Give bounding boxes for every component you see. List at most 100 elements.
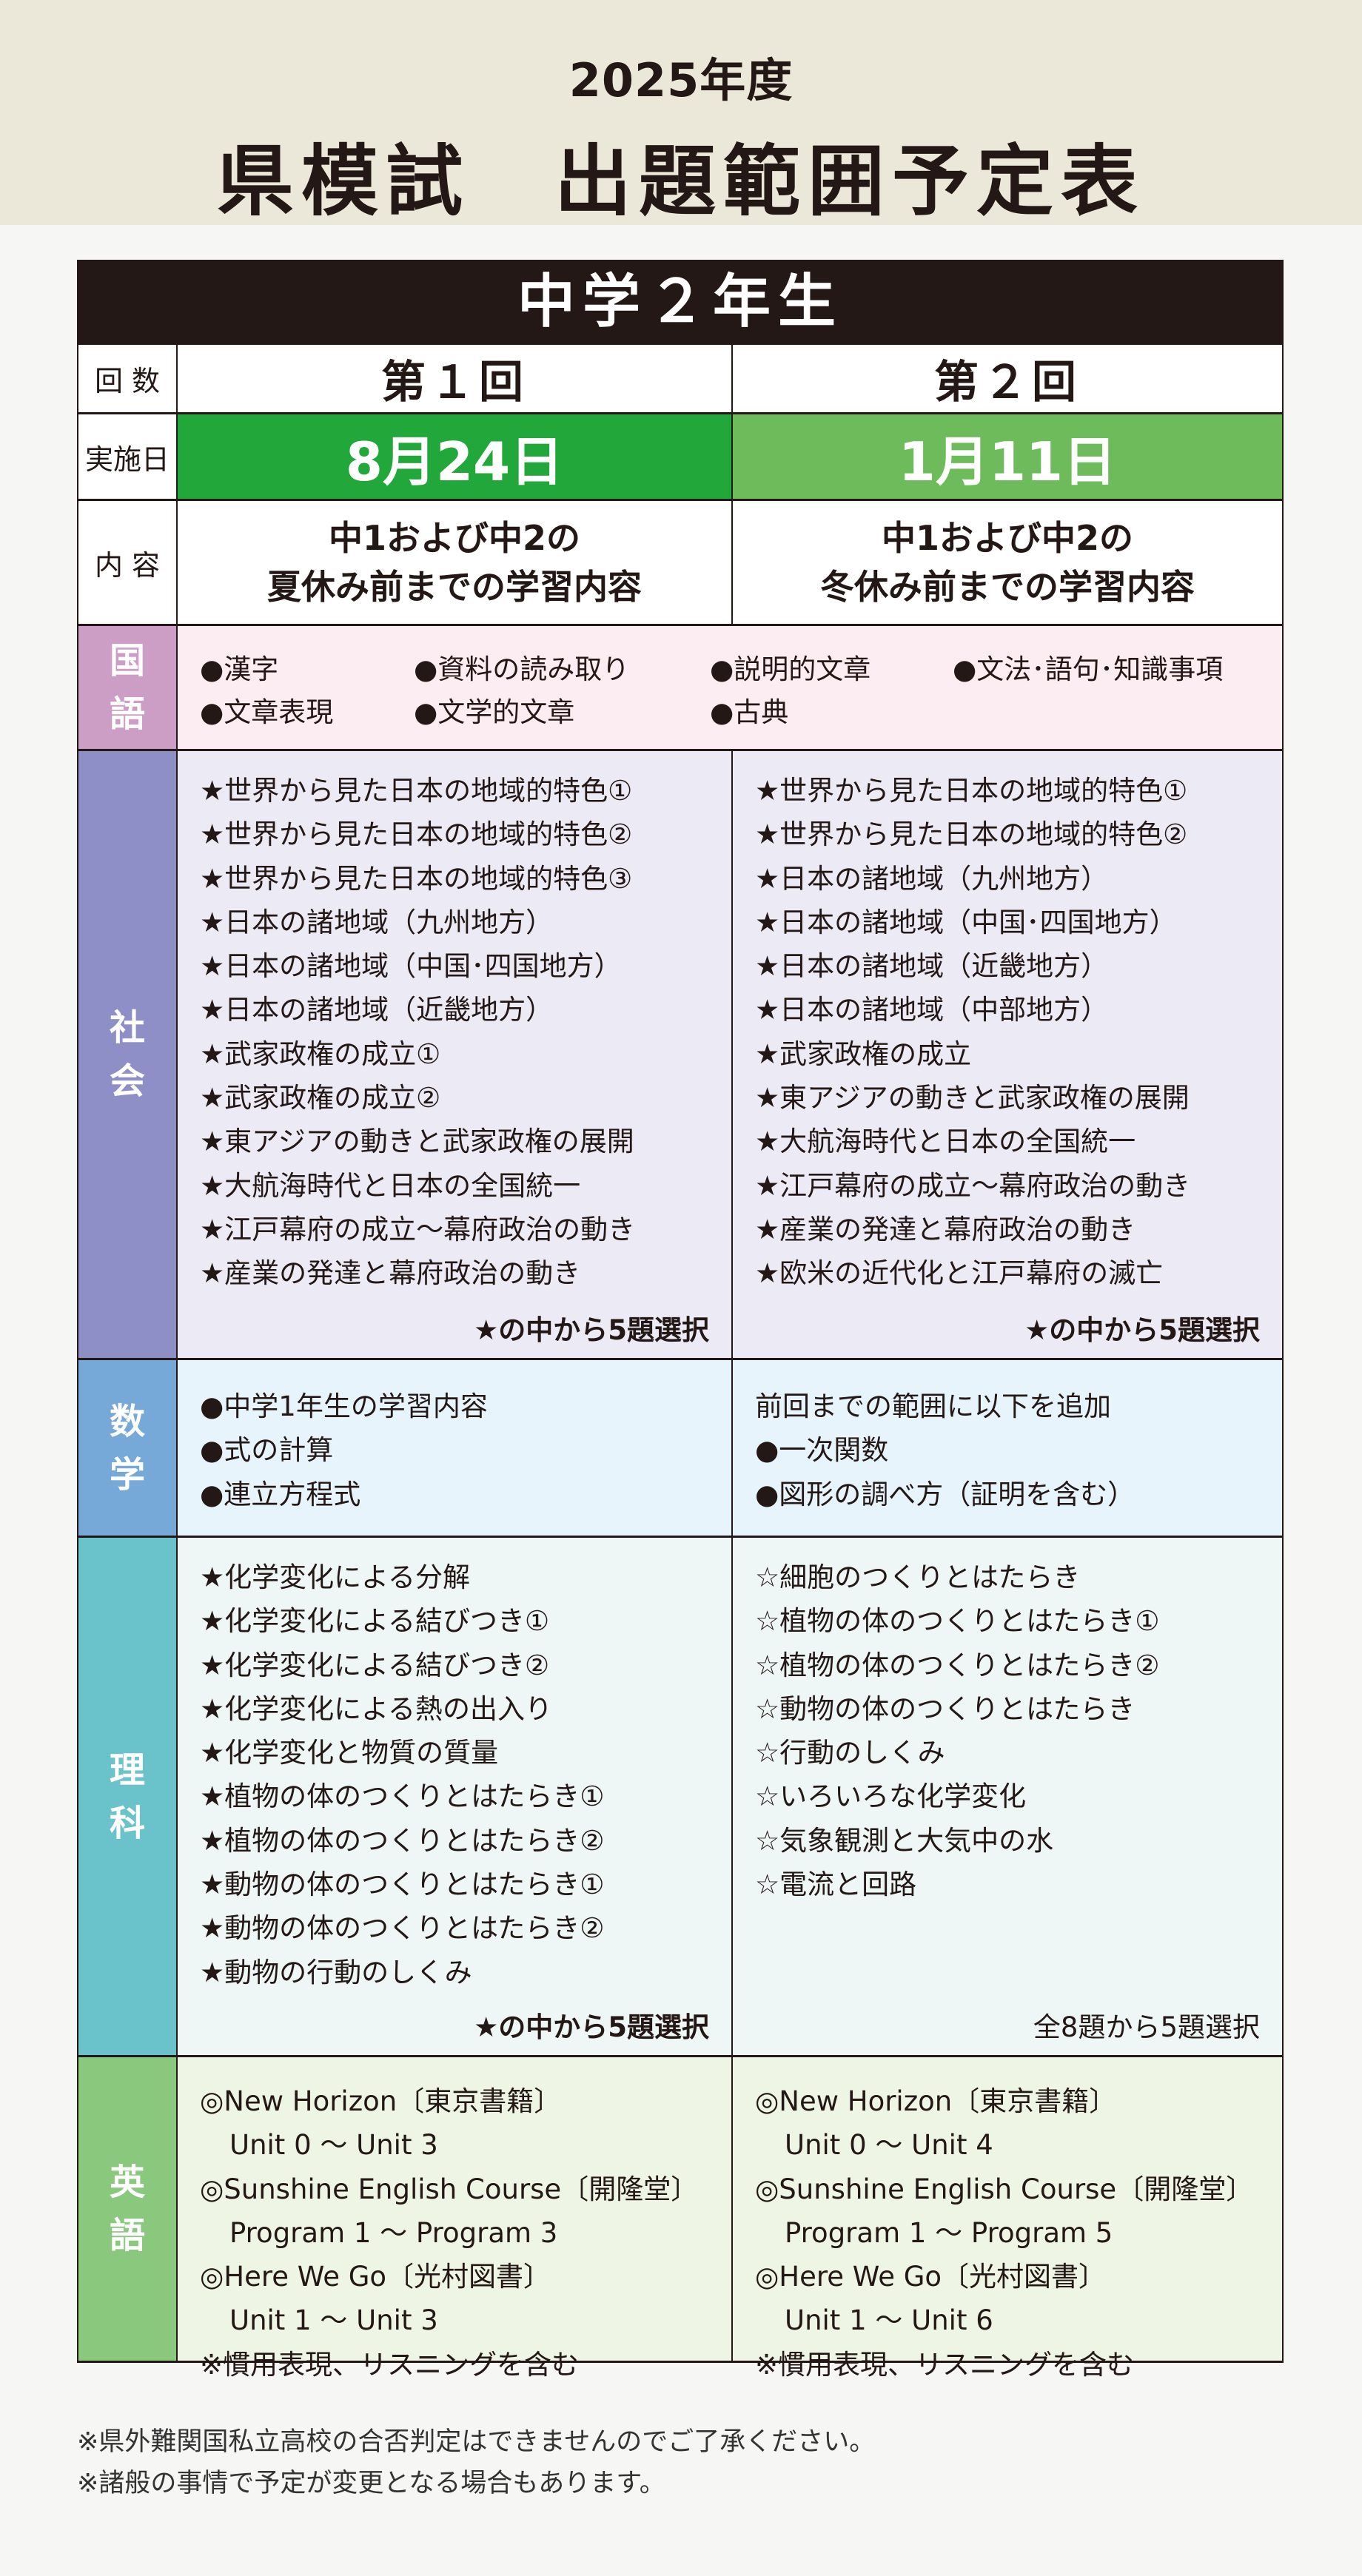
list-item: ★武家政権の成立 — [755, 1038, 972, 1070]
list-item: Program 1 ～ Program 3 — [229, 2216, 558, 2249]
round-1: 第１回 — [178, 345, 731, 412]
label-char: 会 — [109, 1060, 145, 1102]
selection-note: ★の中から5題選択 — [474, 1314, 709, 1346]
list-item: ◎New Horizon〔東京書籍〕 — [755, 2085, 1117, 2117]
list-item: Unit 1 ～ Unit 3 — [229, 2304, 438, 2337]
row-label: 回 数 — [78, 345, 178, 412]
subject-label: 理科 — [78, 1538, 178, 2055]
list-item: ●説明的文章 — [710, 653, 871, 685]
label-char: 国 — [109, 640, 145, 682]
subject-eigo: 英語 ◎New Horizon〔東京書籍〕Unit 0 ～ Unit 3◎Sun… — [77, 2057, 1284, 2381]
list-item: ◎Here We Go〔光村図書〕 — [755, 2261, 1107, 2293]
label-char: 英 — [109, 2162, 145, 2203]
list-item: ☆気象観測と大気中の水 — [755, 1824, 1054, 1857]
list-item: ★日本の諸地域（中国･四国地方） — [200, 950, 622, 983]
subject-sugaku: 数学 ●中学1年生の学習内容●式の計算●連立方程式 前回までの範囲に以下を追加●… — [77, 1360, 1284, 1538]
date-round-1: 8月24日 — [178, 414, 731, 499]
shakai-round-1: ★世界から見た日本の地域的特色① ★世界から見た日本の地域的特色② ★世界から見た日… — [178, 751, 731, 1358]
list-item: ☆いろいろな化学変化 — [755, 1780, 1027, 1813]
list-item: ☆電流と回路 — [755, 1869, 917, 1901]
list-item: ★武家政権の成立② — [200, 1082, 441, 1114]
list-item: ●中学1年生の学習内容 — [200, 1390, 488, 1422]
list-item: ★化学変化による結びつき① — [200, 1605, 550, 1638]
content-round-2: 中1および中2の冬休み前までの学習内容 — [731, 501, 1282, 624]
row-date: 実施日 8月24日 1月11日 — [77, 414, 1284, 501]
eigo-round-2: ◎New Horizon〔東京書籍〕Unit 0 ～ Unit 4◎Sunshi… — [731, 2057, 1282, 2381]
list-item: ★武家政権の成立① — [200, 1038, 441, 1070]
list-item: ★化学変化による熱の出入り — [200, 1692, 553, 1725]
list-item: ★東アジアの動きと武家政権の展開 — [755, 1082, 1190, 1114]
footnote: ※諸般の事情で予定が変更となる場合もあります。 — [77, 2469, 665, 2498]
selection-note: ★の中から5題選択 — [1024, 1314, 1260, 1346]
list-item: ★大航海時代と日本の全国統一 — [200, 1169, 581, 1202]
list-item: ●式の計算 — [200, 1434, 334, 1467]
subject-label: 国語 — [78, 626, 178, 749]
footnotes: ※県外難関国私立高校の合否判定はできませんのでご了承ください。 ※諸般の事情で予… — [77, 2421, 875, 2504]
subject-rika: 理科 ★化学変化による分解★化学変化による結びつき①★化学変化による結びつき②★… — [77, 1538, 1284, 2057]
list-item: ●漢字 — [200, 653, 279, 685]
list-item: ★動物の体のつくりとはたらき① — [200, 1869, 605, 1901]
item-list: ★世界から見た日本の地域的特色① ★世界から見た日本の地域的特色② ★世界から見た日… — [200, 769, 635, 1296]
label-char: 学 — [109, 1453, 145, 1496]
list-item: ◎Here We Go〔光村図書〕 — [200, 2261, 551, 2293]
item-list: ★世界から見た日本の地域的特色①★世界から見た日本の地域的特色②★日本の諸地域（… — [755, 769, 1190, 1296]
item-list: ◎New Horizon〔東京書籍〕Unit 0 ～ Unit 4◎Sunshi… — [755, 2079, 1253, 2387]
list-item: ★江戸幕府の成立～幕府政治の動き — [755, 1169, 1191, 1202]
list-item: ★世界から見た日本の地域的特色① — [200, 775, 633, 807]
list-item: ★産業の発達と幕府政治の動き — [200, 1257, 581, 1290]
list-item: ★大航海時代と日本の全国統一 — [755, 1126, 1136, 1158]
label-char: 数 — [109, 1400, 145, 1442]
list-item: ●図形の調べ方（証明を含む） — [755, 1478, 1135, 1510]
list-item: ★化学変化による結びつき② — [200, 1649, 550, 1681]
round-2: 第２回 — [731, 345, 1282, 412]
list-item: ★世界から見た日本の地域的特色③ — [200, 862, 633, 895]
list-item: ※慣用表現、リスニングを含む — [200, 2348, 580, 2381]
list-item: ※慣用表現、リスニングを含む — [755, 2348, 1135, 2381]
kokugo-items: ●漢字 ●資料の読み取り ●説明的文章 ●文法･語句･知識事項 ●文章表現 ●文… — [178, 626, 1282, 749]
list-item: ★植物の体のつくりとはたらき② — [200, 1824, 605, 1857]
label-char: 語 — [109, 2215, 145, 2256]
list-item: ●資料の読み取り — [414, 653, 630, 685]
list-item: Unit 0 ～ Unit 4 — [785, 2129, 993, 2162]
list-item: ★日本の諸地域（九州地方） — [200, 906, 554, 938]
selection-note: ★の中から5題選択 — [474, 2011, 709, 2043]
list-item: ★化学変化による分解 — [200, 1561, 471, 1593]
row-label: 実施日 — [78, 414, 178, 499]
subject-label: 社会 — [78, 751, 178, 1358]
list-item: ★動物の行動のしくみ — [200, 1956, 472, 1988]
list-item: ★東アジアの動きと武家政権の展開 — [200, 1126, 634, 1158]
item-list: 前回までの範囲に以下を追加●一次関数●図形の調べ方（証明を含む） — [755, 1385, 1135, 1516]
list-item: ☆植物の体のつくりとはたらき② — [755, 1649, 1160, 1681]
list-item: ★世界から見た日本の地域的特色② — [200, 818, 633, 851]
shakai-round-2: ★世界から見た日本の地域的特色①★世界から見た日本の地域的特色②★日本の諸地域（… — [731, 751, 1282, 1358]
label-char: 科 — [109, 1802, 145, 1844]
list-item: ●文章表現 — [200, 696, 334, 728]
footnote: ※県外難関国私立高校の合否判定はできませんのでご了承ください。 — [77, 2427, 876, 2457]
rika-round-1: ★化学変化による分解 ★化学変化による結びつき① ★化学変化による結びつき② ★化学変… — [178, 1538, 731, 2055]
list-item: ★日本の諸地域（中国･四国地方） — [755, 906, 1177, 938]
list-item: ★産業の発達と幕府政治の動き — [755, 1213, 1136, 1245]
content-line: 中1および中2の — [328, 518, 580, 558]
label-char: 語 — [109, 693, 145, 735]
eigo-round-1: ◎New Horizon〔東京書籍〕Unit 0 ～ Unit 3◎Sunshi… — [178, 2057, 731, 2381]
sugaku-round-2: 前回までの範囲に以下を追加●一次関数●図形の調べ方（証明を含む） — [731, 1360, 1282, 1536]
page-title: 県模試 出題範囲予定表 — [216, 136, 1145, 226]
subject-shakai: 社会 ★世界から見た日本の地域的特色①★世界から見た日本の地域的特色②★世界から… — [77, 751, 1284, 1360]
row-label: 内 容 — [78, 501, 178, 624]
header-banner: 2025年度 県模試 出題範囲予定表 — [0, 0, 1362, 226]
list-item: ●古典 — [710, 696, 789, 728]
list-item: ★日本の諸地域（近畿地方） — [200, 994, 554, 1026]
schedule-table: 中学２年生 回 数 第１回 第２回 実施日 8月24日 1月11日 内 容 中1… — [77, 260, 1284, 2381]
list-item: Unit 1 ～ Unit 6 — [785, 2304, 993, 2337]
list-item: ★動物の体のつくりとはたらき② — [200, 1912, 605, 1945]
list-item: ●文法･語句･知識事項 — [953, 653, 1224, 685]
subject-kokugo: 国語 ●漢字 ●資料の読み取り ●説明的文章 ●文法･語句･知識事項 ●文章表現… — [77, 626, 1284, 751]
list-item: ●文学的文章 — [414, 696, 575, 728]
list-item: ★欧米の近代化と江戸幕府の滅亡 — [755, 1257, 1164, 1290]
list-item: ★世界から見た日本の地域的特色① — [755, 775, 1188, 807]
subject-label: 数学 — [78, 1360, 178, 1536]
list-item: ◎New Horizon〔東京書籍〕 — [200, 2085, 562, 2117]
label-char: 社 — [109, 1007, 145, 1049]
year-heading: 2025年度 — [568, 53, 794, 107]
content-line: 冬休み前までの学習内容 — [820, 567, 1195, 607]
